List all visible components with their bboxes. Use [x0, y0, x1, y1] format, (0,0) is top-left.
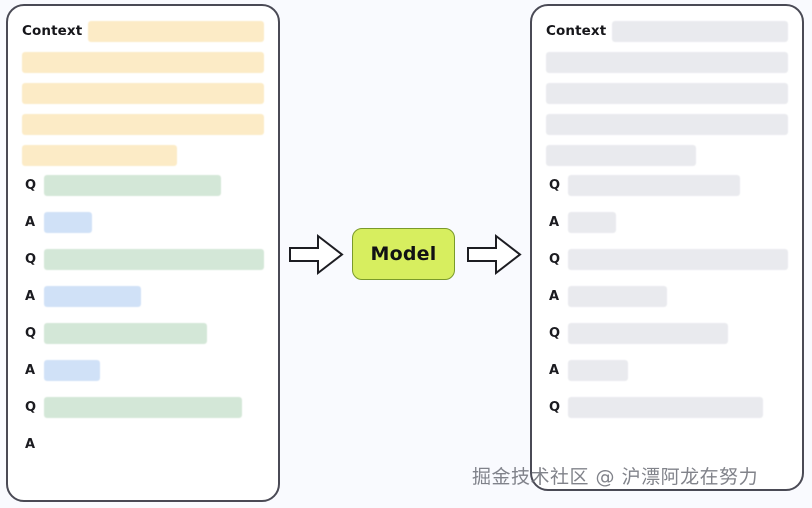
context-text-bar: [22, 51, 264, 73]
answer-text-bar: [44, 212, 92, 233]
context-text-bar: [546, 144, 696, 166]
answer-marker: A: [25, 363, 36, 378]
input-qa-list: Q A Q A Q A Q A: [22, 175, 264, 455]
output-context-row: [546, 144, 788, 166]
context-text-bar: [22, 113, 264, 135]
answer-marker: A: [25, 289, 36, 304]
answer-text-bar: [568, 212, 616, 233]
question-marker: Q: [25, 178, 37, 193]
question-row: Q: [546, 175, 788, 196]
input-panel-content: Context Q A Q A Q A Q A: [8, 6, 278, 500]
context-text-bar: [22, 82, 264, 104]
context-text-bar: [546, 82, 788, 104]
question-row: Q: [22, 397, 264, 418]
question-text-bar: [44, 323, 207, 344]
question-text-bar: [568, 323, 728, 344]
answer-text-bar: [568, 286, 667, 307]
context-text-bar: [22, 144, 177, 166]
output-context-row: [546, 82, 788, 104]
question-text-bar: [44, 249, 264, 270]
context-text-bar: [546, 51, 788, 73]
arrow-right-icon: [466, 232, 522, 277]
question-text-bar: [44, 175, 221, 196]
question-text-bar: [568, 175, 740, 196]
question-text-bar: [568, 249, 788, 270]
input-context-first-row: Context: [22, 20, 264, 42]
question-marker: Q: [25, 252, 37, 267]
output-qa-list: Q A Q A Q A Q: [546, 175, 788, 418]
question-text-bar: [44, 397, 242, 418]
answer-marker: A: [25, 215, 36, 230]
question-marker: Q: [549, 252, 561, 267]
answer-marker: A: [549, 215, 560, 230]
question-row: Q: [546, 249, 788, 270]
arrow-right-icon: [288, 232, 344, 277]
answer-text-bar: [44, 286, 141, 307]
question-row: Q: [22, 249, 264, 270]
output-panel-content: Context Q A Q A Q A Q: [532, 6, 802, 489]
input-context-row: [22, 51, 264, 73]
output-context-block: Context: [546, 20, 788, 166]
context-text-bar: [612, 20, 788, 42]
input-context-row: [22, 113, 264, 135]
answer-row: A: [22, 286, 264, 307]
input-document-panel: Context Q A Q A Q A Q A: [6, 4, 280, 502]
answer-text-bar: [568, 360, 628, 381]
answer-text-bar: [44, 360, 100, 381]
input-context-row: [22, 82, 264, 104]
model-label: Model: [370, 243, 437, 265]
answer-marker: A: [25, 437, 36, 452]
question-row: Q: [546, 397, 788, 418]
watermark-text: 掘金技术社区 @ 沪漂阿龙在努力: [472, 466, 759, 488]
output-context-row: [546, 51, 788, 73]
answer-row: A: [546, 212, 788, 233]
answer-row: A: [546, 286, 788, 307]
question-row: Q: [22, 323, 264, 344]
input-context-row: [22, 144, 264, 166]
input-context-label: Context: [22, 23, 83, 39]
question-marker: Q: [25, 400, 37, 415]
question-marker: Q: [549, 178, 561, 193]
output-context-label: Context: [546, 23, 607, 39]
question-row: Q: [22, 175, 264, 196]
model-node[interactable]: Model: [352, 228, 455, 280]
context-text-bar: [546, 113, 788, 135]
answer-row: A: [22, 434, 264, 455]
input-context-block: Context: [22, 20, 264, 166]
question-marker: Q: [549, 326, 561, 341]
question-text-bar: [568, 397, 763, 418]
answer-marker: A: [549, 289, 560, 304]
question-marker: Q: [25, 326, 37, 341]
question-row: Q: [546, 323, 788, 344]
answer-marker: A: [549, 363, 560, 378]
output-document-panel: Context Q A Q A Q A Q: [530, 4, 804, 491]
output-context-row: [546, 113, 788, 135]
question-marker: Q: [549, 400, 561, 415]
output-context-first-row: Context: [546, 20, 788, 42]
answer-row: A: [22, 360, 264, 381]
answer-row: A: [22, 212, 264, 233]
context-text-bar: [88, 20, 264, 42]
answer-row: A: [546, 360, 788, 381]
